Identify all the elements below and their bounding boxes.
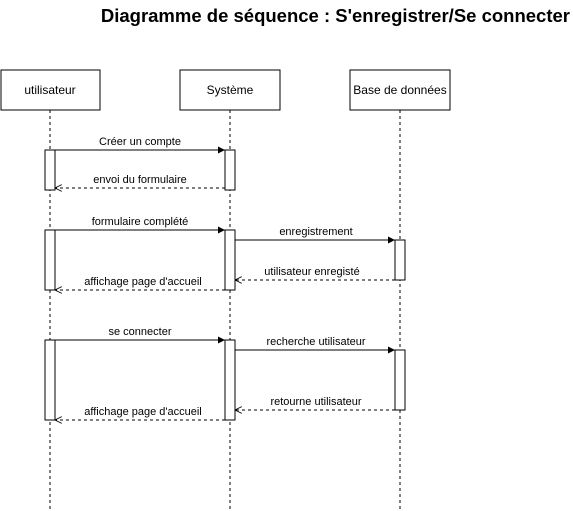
- message-creer-un-compte: Créer un compte: [55, 136, 225, 154]
- participant-base-de-donnees: Base de données: [349, 69, 451, 111]
- activation-bar: [224, 339, 236, 421]
- message-formulaire-complete: formulaire complété: [55, 216, 225, 234]
- message-label: affichage page d'accueil: [84, 276, 202, 288]
- message-label: affichage page d'accueil: [84, 406, 202, 418]
- message-recherche-utilisateur: recherche utilisateur: [235, 336, 395, 354]
- message-label: formulaire complété: [92, 216, 189, 228]
- message-enregistrement: enregistrement: [235, 226, 395, 244]
- message-label: enregistrement: [279, 226, 352, 238]
- activation-bar: [44, 149, 56, 191]
- participant-systeme: Système: [179, 69, 281, 111]
- diagram-title: Diagramme de séquence : S'enregistrer/Se…: [100, 5, 570, 26]
- activation-bar: [44, 229, 56, 291]
- participant-label: Base de données: [353, 83, 446, 97]
- activation-bar: [44, 339, 56, 421]
- activation-bar: [394, 239, 406, 281]
- participant-label: utilisateur: [24, 83, 75, 97]
- message-label: retourne utilisateur: [270, 396, 361, 408]
- message-label: utilisateur enregisté: [264, 266, 359, 278]
- message-affichage-page-d-accueil-2: affichage page d'accueil: [55, 406, 225, 420]
- message-label: Créer un compte: [99, 136, 181, 148]
- message-label: se connecter: [109, 326, 172, 338]
- activation-bar: [394, 349, 406, 411]
- message-retourne-utilisateur: retourne utilisateur: [235, 396, 395, 410]
- activation-bar: [224, 149, 236, 191]
- participant-label: Système: [207, 83, 254, 97]
- message-affichage-page-d-accueil: affichage page d'accueil: [55, 276, 225, 290]
- message-se-connecter: se connecter: [55, 326, 225, 344]
- participant-utilisateur: utilisateur: [0, 69, 101, 111]
- activation-bar: [224, 229, 236, 291]
- message-envoi-du-formulaire: envoi du formulaire: [55, 174, 225, 188]
- message-utilisateur-enregiste: utilisateur enregisté: [235, 266, 395, 280]
- message-label: envoi du formulaire: [93, 174, 187, 186]
- message-label: recherche utilisateur: [266, 336, 365, 348]
